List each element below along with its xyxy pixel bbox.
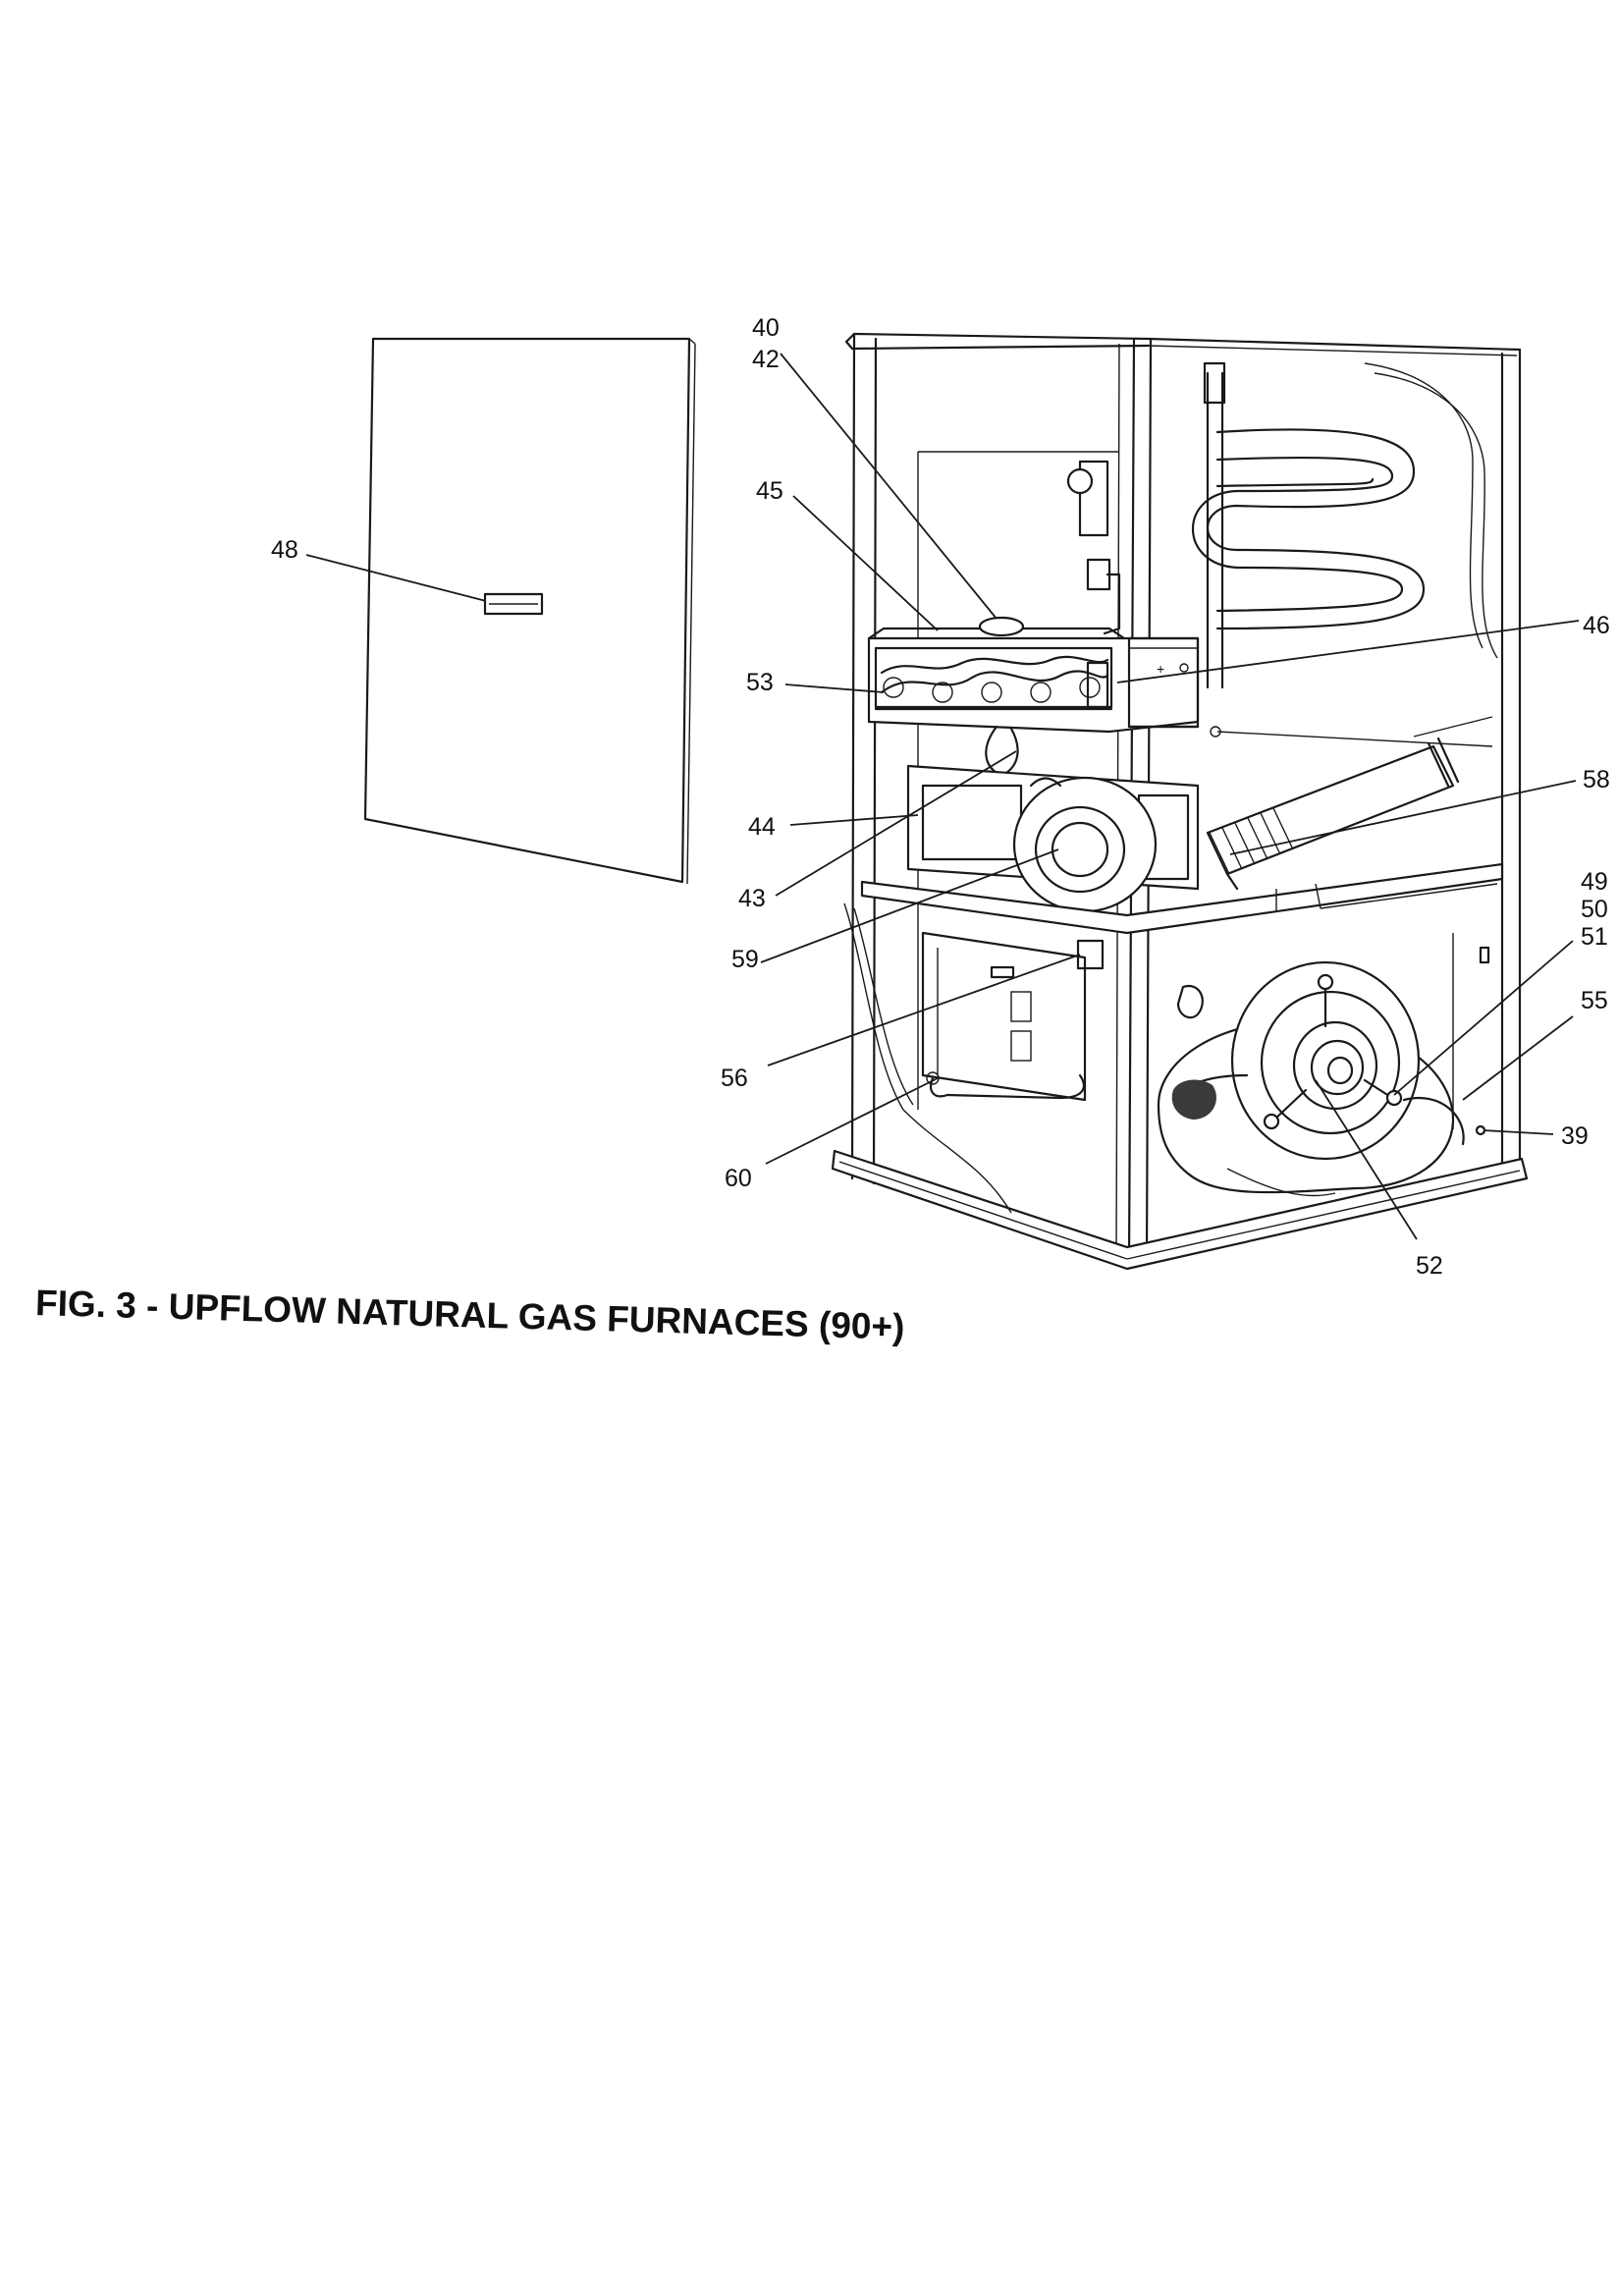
part-label-59: 59 — [731, 946, 759, 973]
inducer-assembly — [906, 764, 1200, 913]
part-label-58: 58 — [1583, 766, 1610, 793]
vent-pipe — [1206, 716, 1493, 891]
part-label-48: 48 — [271, 536, 298, 564]
divider-deck — [860, 862, 1504, 935]
part-label-51: 51 — [1581, 923, 1608, 951]
door-handle — [483, 592, 544, 616]
part-label-42: 42 — [752, 346, 780, 373]
door-panel — [363, 337, 696, 885]
svg-text:+: + — [1157, 661, 1164, 677]
part-label-49: 49 — [1581, 868, 1608, 896]
part-label-44: 44 — [748, 813, 776, 841]
part-label-50: 50 — [1581, 896, 1608, 923]
figure-caption: FIG. 3 - UPFLOW NATURAL GAS FURNACES (90… — [35, 1283, 905, 1347]
part-label-52: 52 — [1416, 1252, 1443, 1280]
part-label-60: 60 — [725, 1165, 752, 1192]
control-box — [843, 902, 1105, 1214]
part-label-39: 39 — [1561, 1122, 1589, 1150]
part-label-55: 55 — [1581, 987, 1608, 1014]
part-label-40: 40 — [752, 314, 780, 342]
gas-valve — [918, 451, 1121, 635]
part-label-45: 45 — [756, 477, 783, 505]
part-label-43: 43 — [738, 885, 766, 912]
part-label-56: 56 — [721, 1065, 748, 1092]
heat-exchanger — [1191, 361, 1498, 689]
part-label-53: 53 — [746, 669, 774, 696]
burner-assembly: + — [867, 616, 1200, 778]
part-label-46: 46 — [1583, 612, 1610, 639]
blower-assembly — [1157, 933, 1490, 1197]
leader-lines — [305, 353, 1580, 1240]
